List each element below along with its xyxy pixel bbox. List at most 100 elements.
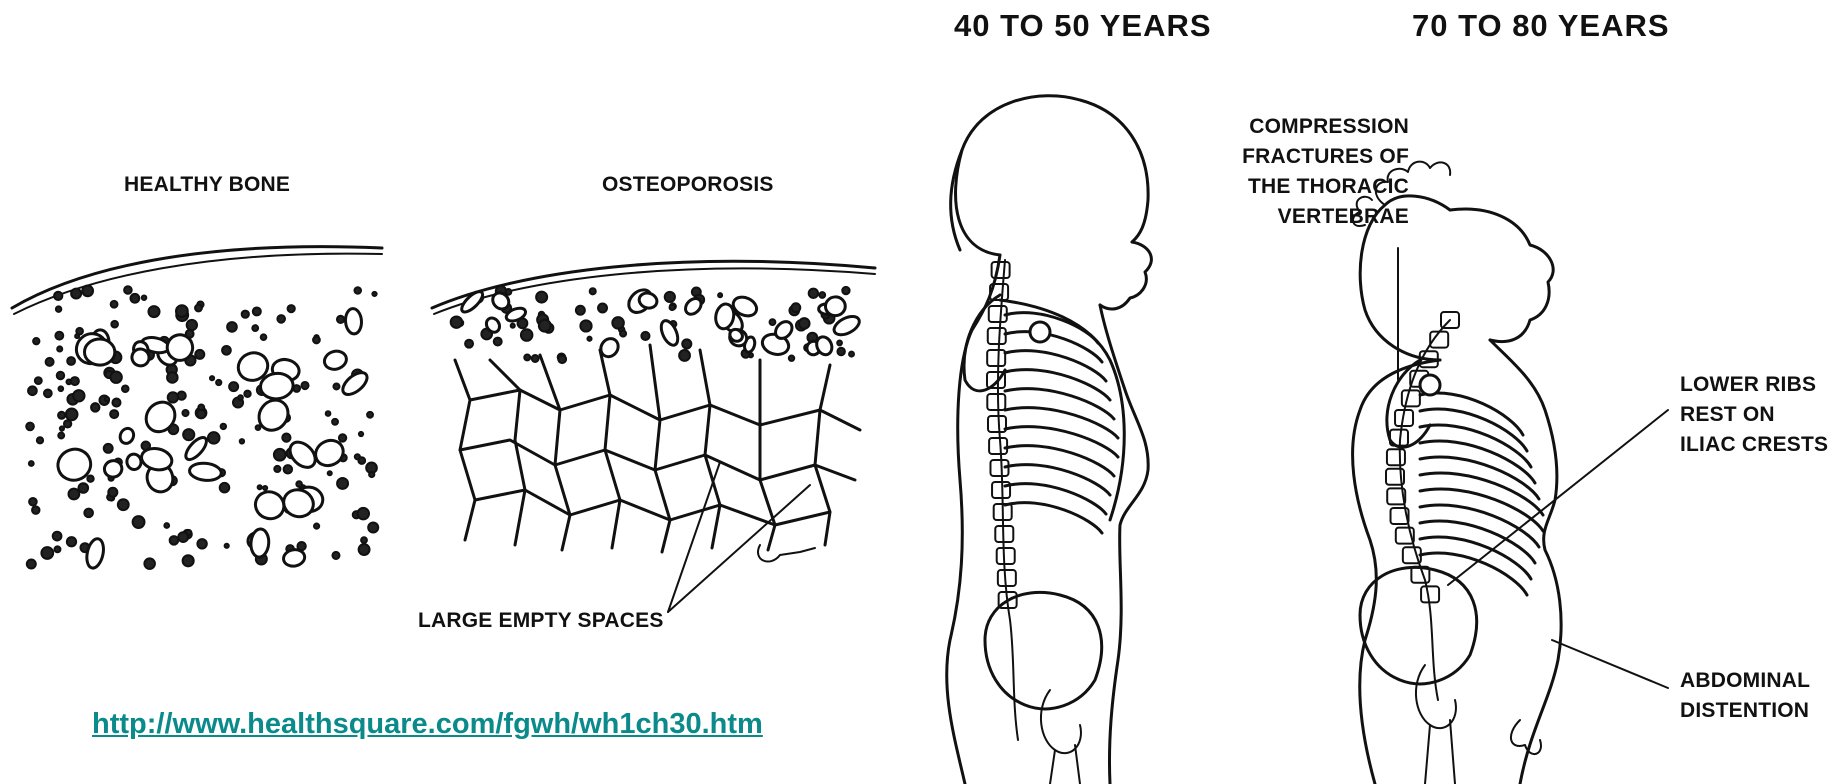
pore-dot <box>598 303 607 312</box>
pore-dot <box>182 410 188 416</box>
vertebra <box>992 262 1010 278</box>
pore-dot <box>56 306 61 311</box>
pore-dot <box>111 301 118 308</box>
pore-dot <box>187 320 197 330</box>
rib <box>1005 389 1114 419</box>
pore-dot <box>55 546 61 552</box>
pore-dot <box>67 357 75 365</box>
pore-dot <box>29 498 37 506</box>
pore-dot <box>29 461 34 466</box>
pore-dot <box>78 483 88 493</box>
pore-dot <box>71 289 81 299</box>
pore-dot <box>339 434 346 441</box>
pore-blob <box>282 548 306 568</box>
pore-dot <box>326 411 331 416</box>
pore-dot <box>359 544 370 555</box>
age-label-40-50: 40 TO 50 YEARS <box>954 8 1212 44</box>
vertebra <box>1421 586 1439 602</box>
pore-dot <box>222 346 231 355</box>
empty-spaces-pointers <box>668 462 810 612</box>
osteoporosis-label: OSTEOPOROSIS <box>602 170 774 200</box>
pore-dot <box>524 355 530 361</box>
ribs-line-3: ILIAC CRESTS <box>1680 430 1828 460</box>
abdominal-distention-label: ABDOMINAL DISTENTION <box>1680 666 1810 726</box>
pore-dot <box>197 410 205 418</box>
pore-dot <box>665 292 675 302</box>
pore-dot <box>227 322 237 332</box>
pore-dot <box>32 506 39 513</box>
pore-blob <box>825 296 846 316</box>
pore-dot <box>170 536 179 545</box>
pore-dot <box>256 425 261 430</box>
pore-dot <box>361 537 367 543</box>
pore-dot <box>73 390 84 401</box>
age-label-70-80: 70 TO 80 YEARS <box>1412 8 1670 44</box>
pore-dot <box>168 392 178 402</box>
pore-dot <box>68 489 79 500</box>
pore-dot <box>195 305 202 312</box>
pore-dot <box>369 472 374 477</box>
pore-dot <box>511 324 515 328</box>
pore-dot <box>536 292 547 303</box>
pore-dot <box>76 328 83 335</box>
pore-dot <box>282 434 290 442</box>
pore-dot <box>66 409 78 421</box>
pore-dot <box>133 516 145 528</box>
pore-dot <box>789 356 794 361</box>
pore-dot <box>580 320 591 331</box>
distention-line-1: ABDOMINAL <box>1680 666 1810 696</box>
annotation-pointers <box>1398 248 1668 688</box>
pore-dot <box>110 372 121 383</box>
source-link[interactable]: http://www.healthsquare.com/fgwh/wh1ch30… <box>92 708 763 741</box>
pore-dot <box>105 397 109 401</box>
pore-dot <box>770 319 776 325</box>
rib <box>1005 446 1114 476</box>
compression-line-1: COMPRESSION <box>1204 112 1409 142</box>
healthy-bone-illustration <box>12 247 382 570</box>
pore-blob <box>126 453 143 471</box>
pore-dot <box>91 403 99 411</box>
pore-dot <box>122 385 129 392</box>
pore-blob <box>189 462 222 482</box>
pore-blob <box>84 339 115 365</box>
pore-dot <box>355 454 360 459</box>
pore-dot <box>842 287 849 294</box>
rib <box>1005 427 1118 457</box>
rib <box>1005 332 1102 362</box>
pore-dot <box>33 338 39 344</box>
pore-dot <box>144 558 155 569</box>
vertebra <box>997 548 1015 564</box>
pore-blob <box>658 318 681 348</box>
pore-dot <box>167 372 178 383</box>
pore-dot <box>288 305 295 312</box>
vertebra <box>989 438 1007 454</box>
lower-ribs-label: LOWER RIBS REST ON ILIAC CRESTS <box>1680 370 1828 460</box>
pore-dot <box>183 429 194 440</box>
pore-dot <box>225 544 229 548</box>
pore-dot <box>57 372 64 379</box>
pore-dot <box>451 316 462 327</box>
vertebra <box>1402 390 1420 406</box>
pore-dot <box>263 486 267 490</box>
pore-dot <box>242 311 249 318</box>
pore-dot <box>118 499 129 510</box>
pore-dot <box>54 292 62 300</box>
pore-dot <box>558 355 566 363</box>
pore-dot <box>148 306 159 317</box>
pore-dot <box>35 377 42 384</box>
pore-blob <box>118 426 136 445</box>
pore-dot <box>210 376 214 380</box>
compression-line-3: THE THORACIC <box>1204 172 1409 202</box>
healthy-bone-label: HEALTHY BONE <box>124 170 290 200</box>
pore-dot <box>274 449 286 461</box>
pore-dot <box>792 303 801 312</box>
pore-dot <box>670 305 675 310</box>
pore-dot <box>84 509 93 518</box>
pore-dot <box>314 524 319 529</box>
pore-blob <box>345 308 363 334</box>
pore-blob <box>251 487 288 523</box>
pore-dot <box>64 420 71 427</box>
pore-dot <box>186 530 191 535</box>
pore-dot <box>252 325 258 331</box>
